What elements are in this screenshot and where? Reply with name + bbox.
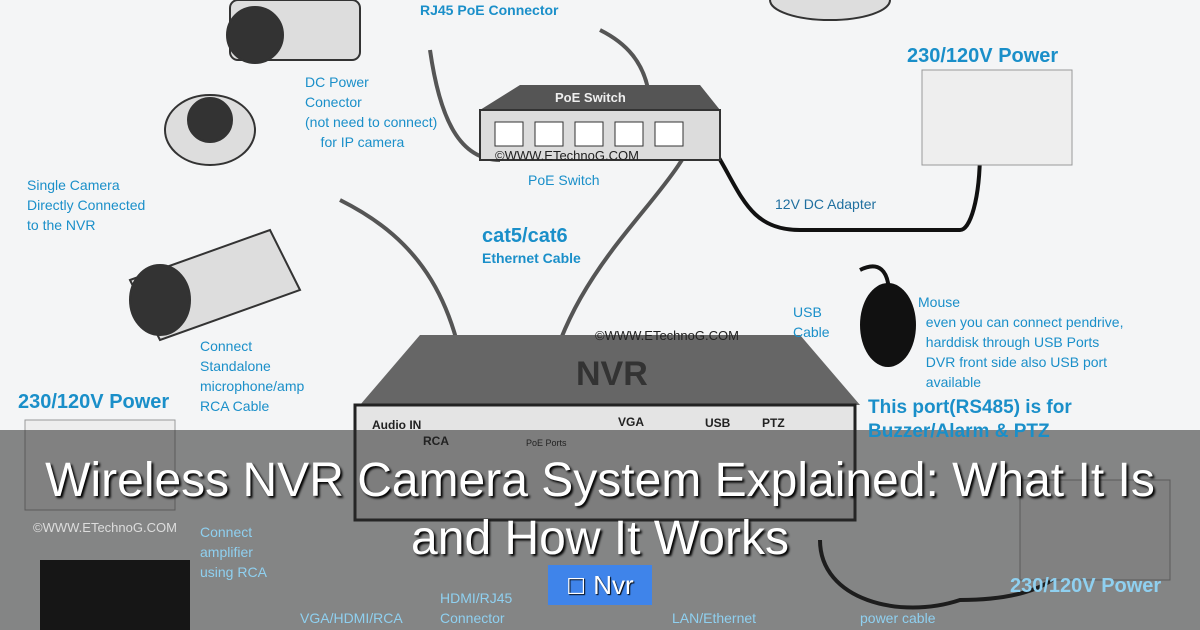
label-power-top: 230/120V Power (907, 45, 1059, 67)
label-dc-power: DC Power Conector (not need to connect) … (305, 74, 438, 150)
label-power-right: 230/120V Power (1010, 575, 1162, 597)
watermark: ©WWW.ETechnoG.COM (595, 328, 739, 343)
label-vga-port: VGA (618, 415, 645, 429)
label-ethernet-cable: Ethernet Cable (482, 250, 581, 266)
label-mouse: Mouse even you can connect pendrive, har… (918, 294, 1124, 390)
label-hdmi: HDMI/RJ45 Connector (440, 590, 513, 626)
label-audio-in: Audio IN (372, 418, 422, 432)
label-adapter: 12V DC Adapter (775, 196, 877, 212)
mouse-shape (860, 283, 916, 367)
label-usb-cable: USB Cable (793, 304, 830, 340)
camera-shapes (128, 0, 891, 342)
label-cat-cable: cat5/cat6 (482, 225, 568, 247)
watermark: ©WWW.ETechnoG.COM (33, 520, 177, 535)
label-poe-switch-title: PoE Switch (555, 90, 626, 105)
label-lan: LAN/Ethernet (672, 610, 757, 626)
watermark: ©WWW.ETechnoG.COM (495, 148, 639, 163)
label-connect-mic: Connect Standalone microphone/amp RCA Ca… (200, 338, 305, 414)
label-power-left: 230/120V Power (18, 391, 170, 413)
folder-icon: ☐ (566, 574, 587, 599)
label-ptz-port: PTZ (762, 416, 785, 430)
label-vga: VGA/HDMI/RCA (300, 610, 403, 626)
label-poe-ports: PoE Ports (526, 438, 567, 448)
label-power-cable: power cable (860, 610, 936, 626)
label-nvr: NVR (576, 355, 648, 393)
label-rj45: RJ45 PoE Connector (420, 2, 559, 18)
category-label: Nvr (593, 570, 634, 600)
label-connect-amp: Connect amplifier using RCA (200, 524, 267, 580)
label-single-camera: Single Camera Directly Connected to the … (27, 177, 146, 233)
label-usb-port: USB (705, 416, 731, 430)
post-title: Wireless NVR Camera System Explained: Wh… (45, 454, 1155, 565)
label-rs485: This port(RS485) is for Buzzer/Alarm & P… (868, 397, 1072, 442)
label-rca: RCA (423, 434, 449, 448)
label-poe-switch: PoE Switch (528, 172, 600, 188)
category-tag[interactable]: ☐ Nvr (548, 565, 652, 605)
